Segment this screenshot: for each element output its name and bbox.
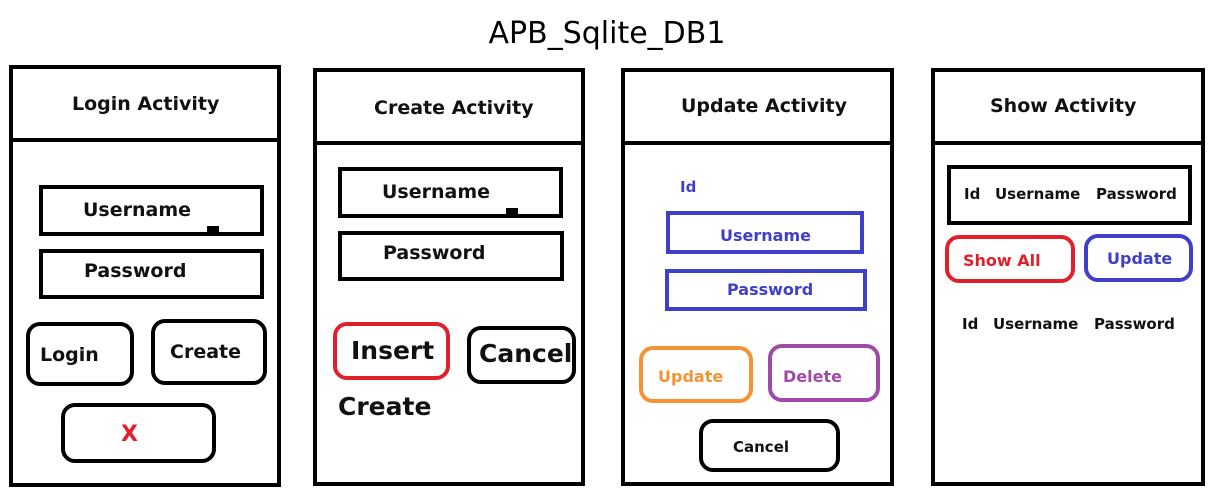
login-username-label: Username [83,199,192,221]
text-cursor-icon [506,208,518,215]
update-cancel-button[interactable] [699,419,840,472]
row-id-text: Id [962,315,979,333]
create-password-field[interactable] [338,231,564,281]
login-button-label: Login [40,344,99,366]
close-x-icon: X [121,422,138,447]
show-all-button-label: Show All [963,251,1041,270]
column-password-label: Password [1096,185,1177,203]
update-id-label: Id [680,178,697,196]
insert-button-label: Insert [351,336,435,365]
close-button[interactable] [61,403,216,463]
create-activity-title: Create Activity [374,97,534,119]
create-username-label: Username [382,181,491,203]
create-header-divider [313,141,585,145]
row-username-text: Username [993,315,1079,333]
delete-button[interactable] [768,344,880,402]
diagram-title: APB_Sqlite_DB1 [488,16,726,51]
update-button[interactable] [639,346,753,403]
show-activity-title: Show Activity [990,95,1137,117]
show-column-header-box [947,165,1192,225]
login-button[interactable] [26,322,134,386]
update-activity-title: Update Activity [681,95,847,117]
create-caption: Create [338,392,432,421]
delete-button-label: Delete [783,367,842,386]
create-password-label: Password [383,242,486,264]
show-header-divider [931,141,1205,145]
cancel-button[interactable] [467,326,576,384]
text-cursor-icon [207,226,219,233]
update-button-label: Update [658,367,724,386]
update-password-label: Password [727,280,814,299]
cancel-button-label: Cancel [479,339,573,368]
column-username-label: Username [995,185,1081,203]
login-activity-title: Login Activity [72,93,220,115]
show-update-button-label: Update [1107,249,1173,268]
create-button[interactable] [151,319,267,385]
update-password-field[interactable] [665,269,867,311]
update-header-divider [621,141,894,145]
update-cancel-label: Cancel [733,438,790,456]
show-all-button[interactable] [945,235,1075,283]
login-header-divider [9,138,281,142]
row-password-text: Password [1094,315,1175,333]
insert-button[interactable] [333,322,450,380]
login-password-label: Password [84,260,187,282]
column-id-label: Id [964,185,981,203]
show-update-button[interactable] [1084,234,1193,282]
login-password-field[interactable] [39,249,264,299]
create-button-label: Create [170,341,241,363]
login-username-field[interactable] [39,185,264,236]
update-username-label: Username [720,226,811,245]
update-username-field[interactable] [666,211,864,254]
create-username-field[interactable] [338,167,563,218]
